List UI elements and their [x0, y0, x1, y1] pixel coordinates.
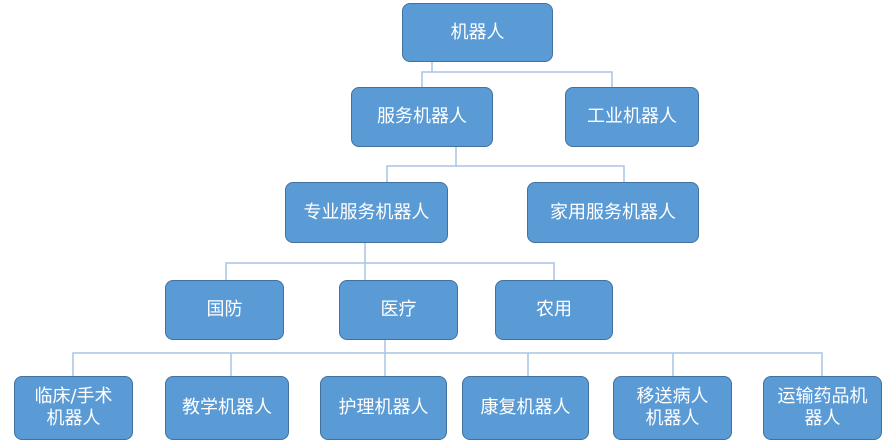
node-nursing-robot-label: 护理机器人 [338, 397, 429, 418]
node-clinical-label-line2: 机器人 [46, 408, 101, 429]
node-household-service-robot: 家用服务机器人 [527, 182, 699, 243]
node-medicine-transport-robot-text: 运输药品机 器人 [778, 386, 868, 430]
node-industrial-robot: 工业机器人 [565, 87, 699, 147]
node-robot: 机器人 [402, 3, 553, 62]
node-professional-service-robot-label: 专业服务机器人 [303, 201, 430, 223]
node-patient-transfer-robot-text: 移送病人 机器人 [637, 386, 709, 430]
node-clinical-label-line1: 临床/手术 [34, 386, 113, 407]
node-robot-label: 机器人 [450, 21, 505, 43]
node-professional-service-robot: 专业服务机器人 [285, 182, 448, 243]
node-industrial-robot-label: 工业机器人 [587, 106, 677, 127]
node-service-robot-label: 服务机器人 [377, 106, 467, 127]
connector-medical [72, 340, 823, 376]
node-transfer-label-line2: 机器人 [645, 408, 700, 429]
node-nursing-robot: 护理机器人 [320, 376, 447, 440]
connector-professional [225, 243, 555, 280]
node-medical-label: 医疗 [380, 299, 417, 320]
node-medical: 医疗 [339, 280, 458, 340]
node-clinical-surgical-robot: 临床/手术 机器人 [14, 376, 133, 440]
node-teaching-robot-label: 教学机器人 [182, 397, 272, 418]
node-household-service-robot-label: 家用服务机器人 [550, 201, 676, 223]
node-transfer-label-line1: 移送病人 [636, 386, 709, 407]
node-defense: 国防 [165, 280, 284, 340]
node-agriculture: 农用 [495, 280, 613, 340]
node-medicine-transport-robot: 运输药品机 器人 [763, 376, 882, 440]
node-medicine-label-line2: 器人 [804, 408, 841, 429]
node-patient-transfer-robot: 移送病人 机器人 [613, 376, 732, 440]
connector-service [386, 147, 625, 182]
connector-root [421, 62, 613, 87]
node-medicine-label-line1: 运输药品机 [777, 386, 868, 407]
node-service-robot: 服务机器人 [351, 87, 493, 147]
node-teaching-robot: 教学机器人 [165, 376, 289, 440]
node-defense-label: 国防 [206, 299, 243, 320]
node-clinical-surgical-robot-text: 临床/手术 机器人 [34, 386, 112, 430]
node-rehabilitation-robot-label: 康复机器人 [480, 397, 571, 418]
node-rehabilitation-robot: 康复机器人 [462, 376, 589, 440]
node-agriculture-label: 农用 [536, 299, 572, 320]
